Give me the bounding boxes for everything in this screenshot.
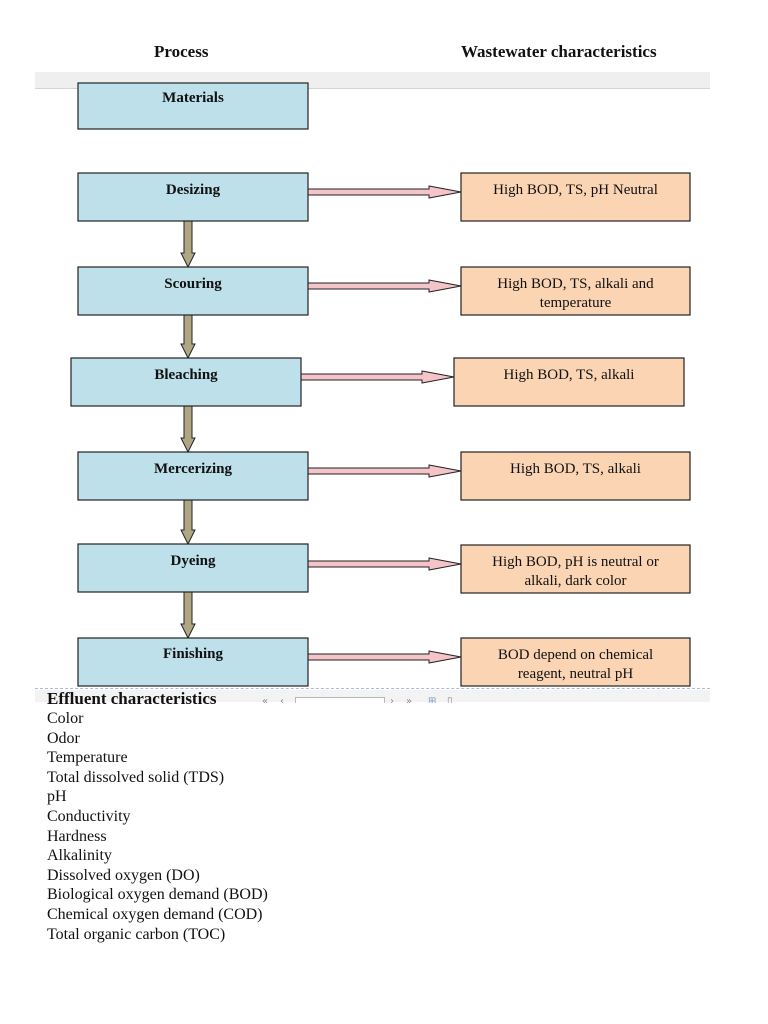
zoom-icon[interactable]: ⊞ <box>428 697 437 703</box>
effluent-item: Chemical oxygen demand (COD) <box>47 905 263 923</box>
characteristic-box-finishing <box>460 637 691 687</box>
characteristic-text-scouring-2: temperature <box>540 295 612 311</box>
characteristic-box-desizing <box>460 172 691 222</box>
process-box-mercerizing <box>77 451 309 501</box>
process-flow-diagram: MaterialsDesizingScouringBleachingMercer… <box>70 82 691 687</box>
viewer-toolbar <box>35 690 710 702</box>
characteristic-text-dyeing-1: High BOD, pH is neutral or <box>492 554 659 570</box>
flow-arrow-bleaching <box>180 405 196 454</box>
process-label-scouring: Scouring <box>164 276 222 292</box>
flow-arrow-scouring <box>180 314 196 360</box>
next-page-icon[interactable]: › <box>390 697 394 703</box>
process-step-dyeing: Dyeing <box>77 543 309 593</box>
effluent-item: Temperature <box>47 749 128 767</box>
process-label-bleaching: Bleaching <box>154 367 218 383</box>
side-arrow-finishing <box>307 650 462 664</box>
characteristic-scouring: High BOD, TS, alkali and temperature <box>460 266 691 316</box>
flow-arrow-desizing <box>180 220 196 269</box>
process-label-finishing: Finishing <box>163 646 224 662</box>
characteristic-finishing: BOD depend on chemical reagent, neutral p… <box>460 637 691 687</box>
flow-arrow-dyeing <box>180 591 196 640</box>
characteristic-box-mercerizing <box>460 451 691 501</box>
characteristic-text-mercerizing-1: High BOD, TS, alkali <box>510 461 641 477</box>
characteristic-bleaching: High BOD, TS, alkali <box>453 357 685 407</box>
process-step-scouring: Scouring <box>77 266 309 316</box>
process-box-materials <box>77 82 309 130</box>
effluent-item: pH <box>47 788 67 806</box>
process-step-materials: Materials <box>77 82 309 130</box>
process-box-scouring <box>77 266 309 316</box>
characteristic-box-scouring <box>460 266 691 316</box>
process-column-header: Process <box>154 42 209 61</box>
menu-icon[interactable]: ▯ <box>447 697 453 703</box>
process-label-desizing: Desizing <box>166 182 221 198</box>
characteristic-text-scouring-1: High BOD, TS, alkali and <box>497 276 654 292</box>
effluent-item: Hardness <box>47 827 107 845</box>
characteristic-mercerizing: High BOD, TS, alkali <box>460 451 691 501</box>
page-number-input[interactable] <box>295 697 385 703</box>
side-arrow-desizing <box>307 185 462 199</box>
characteristic-dyeing: High BOD, pH is neutral or alkali, dark c… <box>460 544 691 594</box>
side-arrow-mercerizing <box>307 464 462 478</box>
process-step-finishing: Finishing <box>77 637 309 687</box>
wastewater-column-header: Wastewater characteristics <box>461 42 657 61</box>
characteristic-text-finishing-2: reagent, neutral pH <box>518 666 634 682</box>
page-divider <box>35 688 710 689</box>
process-step-mercerizing: Mercerizing <box>77 451 309 501</box>
characteristic-text-dyeing-2: alkali, dark color <box>524 573 626 589</box>
process-box-desizing <box>77 172 309 222</box>
effluent-item: Conductivity <box>47 807 131 825</box>
side-arrows <box>300 185 462 664</box>
effluent-item: Total organic carbon (TOC) <box>47 925 226 943</box>
characteristic-text-bleaching-1: High BOD, TS, alkali <box>504 367 635 383</box>
flow-arrow-mercerizing <box>180 499 196 546</box>
characteristic-box-bleaching <box>453 357 685 407</box>
effluent-item: Biological oxygen demand (BOD) <box>47 886 268 904</box>
last-page-icon[interactable]: » <box>406 697 413 703</box>
effluent-item: Total dissolved solid (TDS) <box>47 768 225 786</box>
side-arrow-bleaching <box>300 370 455 384</box>
effluent-item: Dissolved oxygen (DO) <box>47 866 200 884</box>
characteristic-desizing: High BOD, TS, pH Neutral <box>460 172 691 222</box>
effluent-item: Color <box>47 710 84 727</box>
characteristic-text-finishing-1: BOD depend on chemical <box>498 647 653 663</box>
side-arrow-scouring <box>307 279 462 293</box>
process-label-dyeing: Dyeing <box>171 553 217 569</box>
process-step-desizing: Desizing <box>77 172 309 222</box>
first-page-icon[interactable]: « <box>262 697 269 703</box>
process-boxes: MaterialsDesizingScouringBleachingMercer… <box>70 82 309 687</box>
process-label-mercerizing: Mercerizing <box>154 461 233 477</box>
side-arrow-dyeing <box>307 557 462 571</box>
process-box-finishing <box>77 637 309 687</box>
effluent-title: Effluent characteristics <box>47 689 217 708</box>
effluent-item: Alkalinity <box>47 847 112 865</box>
characteristic-box-dyeing <box>460 544 691 594</box>
down-arrows <box>180 220 196 640</box>
process-step-bleaching: Bleaching <box>70 357 302 407</box>
prev-page-icon[interactable]: ‹ <box>280 697 284 703</box>
process-box-dyeing <box>77 543 309 593</box>
process-box-bleaching <box>70 357 302 407</box>
characteristic-text-desizing-1: High BOD, TS, pH Neutral <box>493 182 658 198</box>
process-label-materials: Materials <box>162 90 224 106</box>
effluent-item: Odor <box>47 729 80 747</box>
